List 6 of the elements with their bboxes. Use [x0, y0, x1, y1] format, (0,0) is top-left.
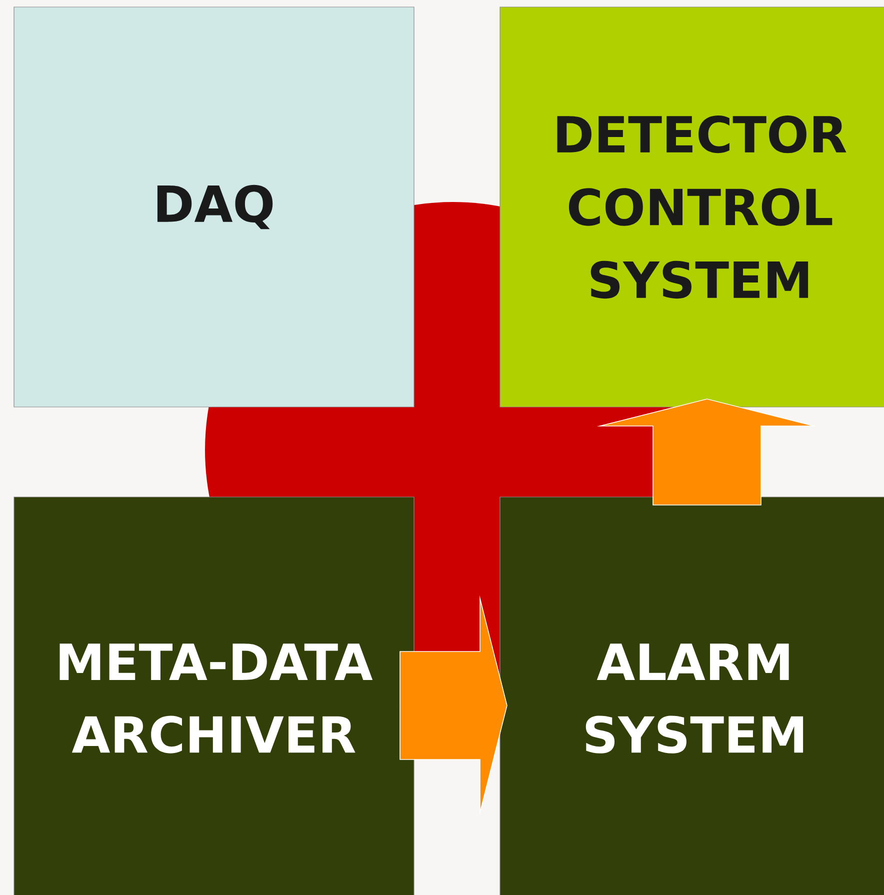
system-box: META-DATA ARCHIVER [14, 496, 414, 895]
system-box: DETECTOR CONTROL SYSTEM [500, 6, 884, 408]
system-box: ALARM SYSTEM [500, 496, 884, 895]
block-arrow [596, 398, 818, 506]
system-box: DAQ [14, 6, 414, 408]
block-arrow [400, 595, 508, 816]
